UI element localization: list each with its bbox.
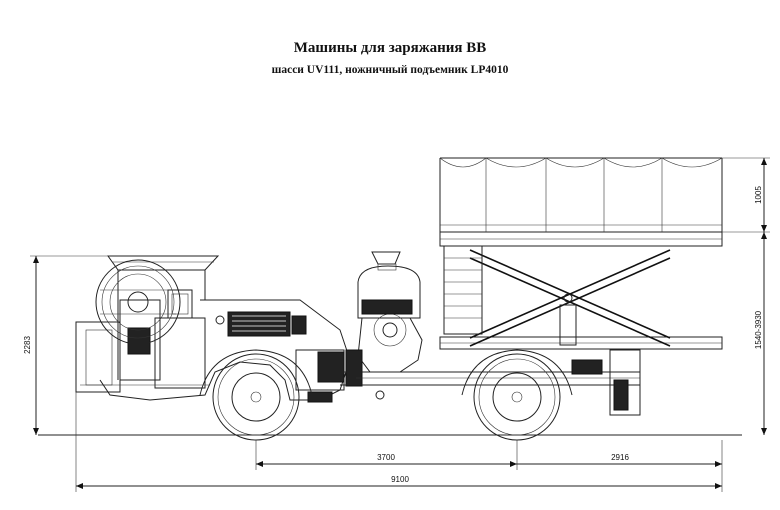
dimension-platform-height: 1005: [722, 157, 770, 233]
rear-overhang-label: 2916: [611, 453, 629, 462]
cab: [75, 255, 220, 393]
length-total-label: 9100: [391, 475, 409, 484]
drawing-title: Машины для заряжания ВВ: [293, 40, 487, 56]
dimension-lift-range: 1540-3930: [754, 232, 767, 435]
rear-wheel: [461, 349, 573, 441]
wheelbase-label: 3700: [377, 453, 395, 462]
cable-reel: [95, 259, 181, 345]
front-wheel: [199, 349, 313, 441]
drawing-subtitle: шасси UV111, ножничный подъемник LP4010: [271, 64, 509, 76]
platform-height-label: 1005: [754, 186, 763, 204]
dimension-height-total: 2283: [23, 255, 110, 435]
mixer-hopper: [345, 251, 423, 387]
scissor-lift: [439, 231, 723, 350]
engine-body: [99, 299, 351, 403]
dimension-wheelbase: 3700: [255, 440, 518, 470]
chassis-frame: [340, 349, 641, 416]
lift-range-label: 1540-3930: [754, 310, 763, 349]
platform-railing: [439, 157, 723, 233]
dimension-rear-overhang: 2916: [517, 440, 723, 470]
dimension-length-total: 9100: [75, 392, 723, 492]
height-total-label: 2283: [23, 336, 32, 354]
